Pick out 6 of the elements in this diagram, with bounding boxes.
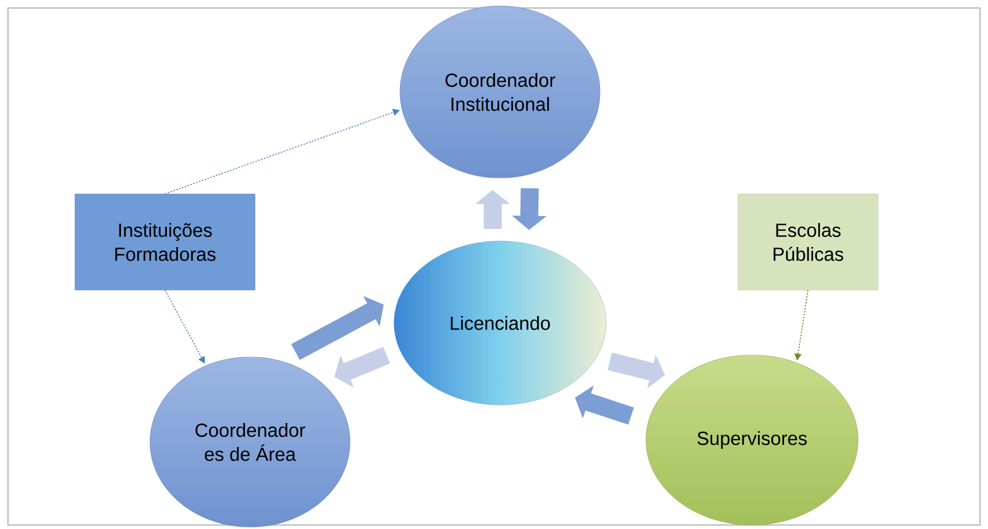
circle-node: Coordenador Institucional: [400, 6, 600, 178]
circle-node: Supervisores: [646, 354, 858, 526]
info-box: Escolas Públicas: [738, 194, 878, 290]
info-box: Instituições Formadoras: [74, 194, 256, 290]
circle-node: Licenciando: [394, 240, 606, 406]
circle-node: Coordenador es de Área: [150, 356, 350, 528]
